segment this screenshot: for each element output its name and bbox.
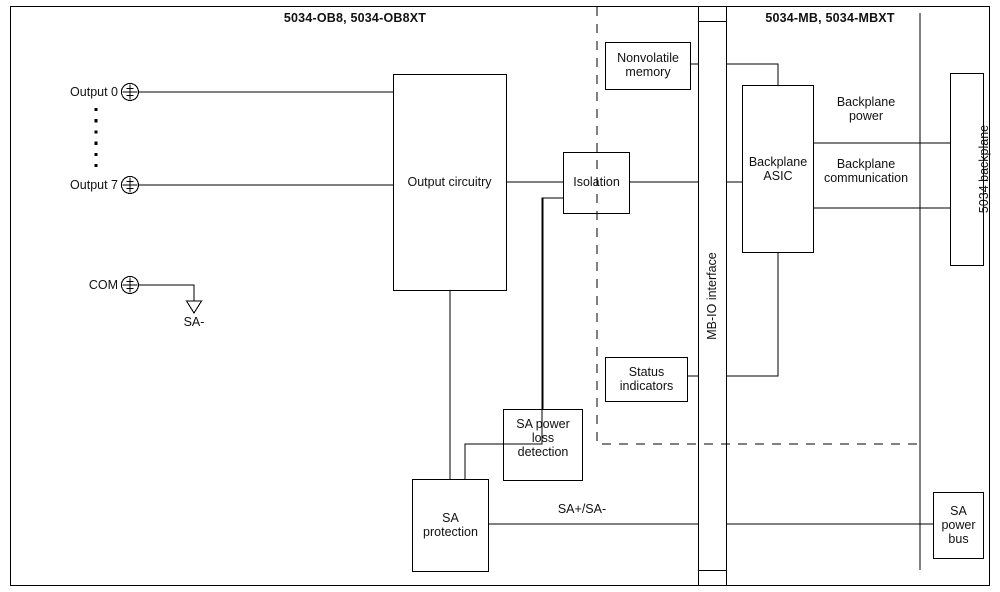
- terminal-label-output-7: Output 7: [70, 178, 118, 192]
- ground-label-sa-minus: SA-: [183, 315, 205, 329]
- wire-com: [138, 284, 195, 301]
- signal-label-sa-plus-sa-minus: SA+/SA-: [557, 502, 607, 516]
- line-isolation-down: [503, 197, 564, 445]
- block-label-output-circuitry: Output circuitry: [407, 175, 492, 189]
- block-label-nonvolatile-memory: Nonvolatile memory: [617, 51, 679, 79]
- block-label-sa-protection: SA protection: [423, 511, 478, 539]
- block-label-isolation: Isolation: [573, 175, 620, 189]
- block-label-sa-power-loss-detection: SA power loss detection: [516, 417, 570, 459]
- block-label-status-indicators: Status indicators: [619, 365, 674, 393]
- line-saprotection-sapowerloss: [464, 443, 504, 480]
- outer-border: [9, 5, 991, 587]
- mb-io-bottom-stubs: [697, 570, 728, 585]
- line-mbio-asic-top: [726, 63, 779, 86]
- block-label-sa-power-bus: SA power bus: [941, 504, 976, 546]
- box-sa-power-bus: [932, 491, 985, 560]
- mb-io-top-stubs: [697, 7, 728, 22]
- signal-label-backplane-power: Backplane power: [836, 95, 896, 123]
- block-label-mb-io-interface: MB-IO interface: [705, 252, 719, 340]
- box-backplane-5034: [949, 72, 985, 267]
- ground-triangle: [185, 300, 203, 315]
- terminal-output-7: [120, 175, 140, 195]
- title-left-module: 5034-OB8, 5034-OB8XT: [283, 11, 427, 25]
- terminal-label-com: COM: [88, 278, 118, 292]
- line-mbio-asic-bottom: [726, 252, 779, 377]
- signal-label-backplane-communication: Backplane communication: [823, 157, 909, 185]
- terminal-com: [120, 275, 140, 295]
- terminal-label-output-0: Output 0: [70, 85, 118, 99]
- box-nonvolatile-memory: [604, 41, 692, 91]
- isolation-boundary-dashed: [596, 7, 920, 445]
- block-label-backplane-asic: Backplane ASIC: [748, 155, 808, 183]
- terminal-output-0: [120, 82, 140, 102]
- title-right-module: 5034-MB, 5034-MBXT: [765, 11, 895, 25]
- box-status-indicators: [604, 356, 689, 403]
- block-label-backplane-5034: 5034 backplane: [977, 124, 991, 214]
